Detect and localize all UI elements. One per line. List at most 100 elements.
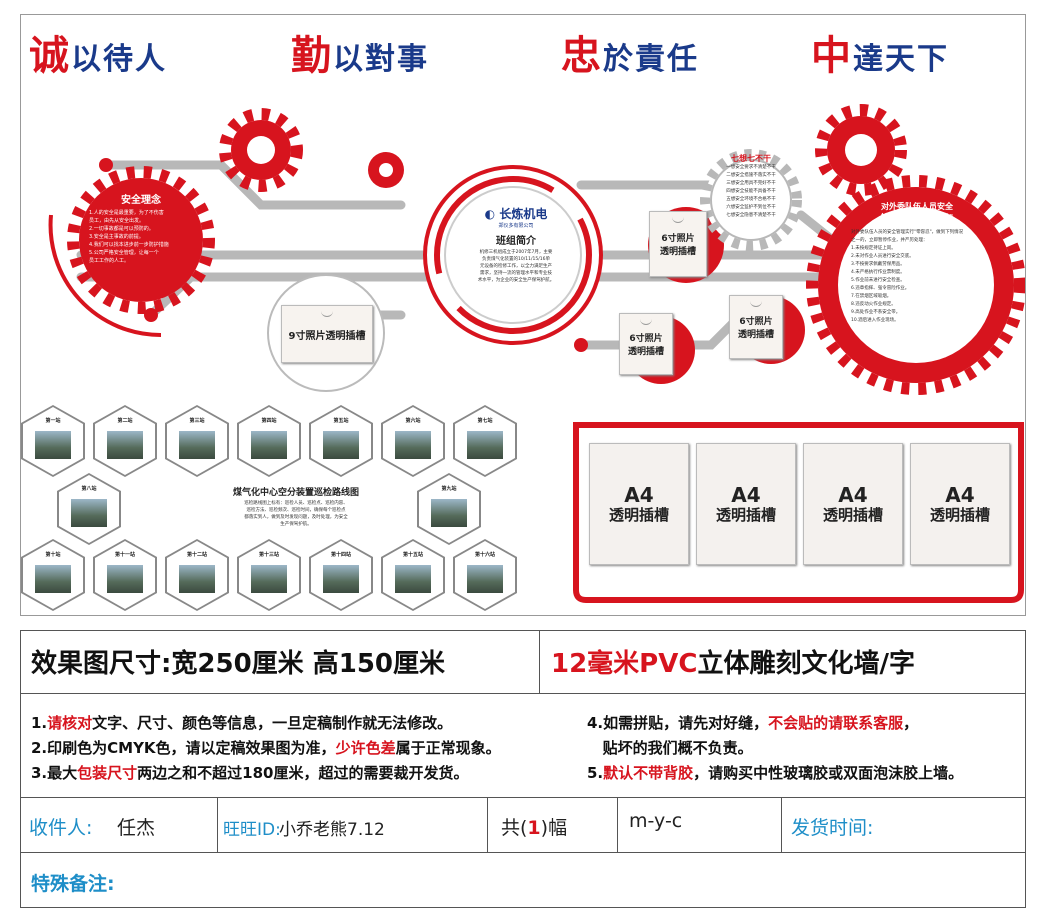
- divider: [487, 798, 488, 852]
- safety-concept-line: 1.人的安全是最重要，为了不伤害: [89, 210, 164, 216]
- company-subtitle: 郑仪多有限公司: [498, 223, 534, 229]
- route-station: 第十二站: [165, 539, 229, 611]
- station-label: 第四站: [261, 418, 277, 424]
- outsource-line: 7.在禁烟区域吸烟。: [851, 294, 892, 299]
- note-line: 5.默认不带背胶，请购买中性玻璃胶或双面泡沫胶上墙。: [587, 764, 964, 782]
- ship-time-label: 发货时间:: [791, 817, 874, 839]
- route-center-panel: 煤气化中心空分装置巡检路线图 巡检路线图上标有：巡检人员、巡检点、巡检内容、 巡…: [171, 485, 421, 545]
- station-photo: [431, 499, 467, 527]
- station-photo: [179, 565, 215, 593]
- divider: [217, 798, 218, 852]
- station-label: 第十四站: [330, 552, 351, 558]
- notes-right: 4.如需拼贴，请先对好缝，不会贴的请联系客服， 贴坏的我们概不负责。 5.默认不…: [587, 711, 963, 786]
- recipient-label: 收件人:: [29, 817, 93, 839]
- station-photo: [395, 431, 431, 459]
- company-logo-text: ◐ 长炼机电: [484, 207, 548, 221]
- outsource-line: 对外委队伍人员的安全管理实行"零容忍"，做到下列情况: [851, 230, 964, 235]
- seven-prohibitions-panel: 七想七不干 一想安全要求不清楚不干 二想安全措施不落实不干 三想安全用具不完好不…: [715, 153, 787, 220]
- station-label: 第十六站: [474, 552, 495, 558]
- safety-concept-line: 4.我们可以找本进步前一步防护措施: [89, 242, 169, 248]
- wangwang-label: 旺旺ID:: [223, 820, 281, 840]
- prohibition-line: 四想安全技能不具备不干: [726, 189, 776, 194]
- prohibition-line: 二想安全措施不落实不干: [726, 173, 776, 178]
- station-photo: [395, 565, 431, 593]
- design-preview: 诚以待人 勤以對事 忠於責任 中達天下 安全理念 1.人的安全是最重要，为了不伤…: [20, 14, 1026, 616]
- route-title: 煤气化中心空分装置巡检路线图: [232, 488, 359, 498]
- station-label: 第五站: [333, 418, 349, 424]
- team-intro-line: 机修三机组成立于2007年7月，主要: [479, 250, 553, 255]
- outsource-safety-title: 对外委队伍人员安全: [881, 202, 953, 211]
- station-photo: [35, 565, 71, 593]
- outsource-line: 4.未严格执行作业票制度。: [851, 270, 905, 275]
- outsource-line: 10.酒后进入作业现场。: [851, 318, 899, 323]
- outsource-line: 9.高处作业不系安全带。: [851, 310, 901, 315]
- station-photo: [107, 565, 143, 593]
- photo6-slot: 6寸照片透明插槽: [619, 313, 673, 375]
- station-label: 第三站: [189, 418, 205, 424]
- photo6-slot: 6寸照片透明插槽: [729, 295, 783, 359]
- prohibition-line: 七想安全隐患不清楚不干: [726, 213, 776, 218]
- station-label: 第十一站: [114, 552, 135, 558]
- route-desc-line: 都落实到人，做到及时发现问题，及时处理，为安全: [244, 515, 348, 520]
- station-label: 第七站: [477, 418, 493, 424]
- outsource-line: 1.未按规定持证上岗。: [851, 246, 896, 251]
- note-line: 1.请核对文字、尺寸、颜色等信息，一旦定稿制作就无法修改。: [31, 714, 453, 732]
- photo6-slot: 6寸照片透明插槽: [649, 211, 707, 277]
- outsource-line: 3.不按要求佩戴劳保用品。: [851, 262, 905, 267]
- size-text: 效果图尺寸:宽250厘米 高150厘米: [31, 649, 445, 679]
- team-intro-line: 负责煤气化装置的10/11/15/16单: [482, 257, 550, 262]
- station-label: 第二站: [117, 418, 133, 424]
- note-line: 3.最大包装尺寸两边之和不超过180厘米，超过的需要裁开发货。: [31, 764, 469, 782]
- safety-concept-line: 员工，由先从安全出发。: [89, 218, 145, 224]
- logo-icon: ◐: [484, 207, 500, 221]
- outsource-safety-subtitle: 管理的"十项零容忍": [880, 213, 954, 222]
- wangwang-value: 小乔老熊7.12: [279, 820, 385, 840]
- station-photo: [251, 431, 287, 459]
- station-photo: [323, 431, 359, 459]
- prohibition-line: 一想安全要求不清楚不干: [726, 165, 776, 170]
- spec-row: 效果图尺寸:宽250厘米 高150厘米 12毫米PVC立体雕刻文化墙/字: [21, 631, 1025, 694]
- photo9-slot: 9寸照片透明插槽: [281, 305, 373, 363]
- safety-concept-line: 3.安全是主事故的前提。: [89, 234, 144, 240]
- prohibition-line: 五想安全环境不合格不干: [726, 197, 776, 202]
- route-desc-line: 巡检路线图上标有：巡检人员、巡检点、巡检内容、: [244, 501, 348, 506]
- count-field: 共(1)幅: [501, 817, 568, 839]
- station-label: 第十站: [45, 552, 61, 558]
- station-label: 第十五站: [402, 552, 423, 558]
- station-photo: [179, 431, 215, 459]
- team-intro-line: 元设备的检修工作，以全力满足生产: [480, 264, 552, 269]
- station-label: 第八站: [81, 486, 97, 492]
- station-label: 第十二站: [186, 552, 207, 558]
- route-desc-line: 生产保驾护航。: [280, 522, 312, 527]
- safety-concept-panel: 安全理念 1.人的安全是最重要，为了不伤害 员工，由先从安全出发。 2.一切事故…: [89, 195, 193, 265]
- note-line: 4.如需拼贴，请先对好缝，不会贴的请联系客服，: [587, 714, 919, 732]
- team-intro-title: 班组简介: [496, 236, 536, 247]
- outsource-line: 8.违反动火作业规定。: [851, 302, 896, 307]
- safety-concept-title: 安全理念: [121, 195, 161, 206]
- material-text: 12毫米PVC立体雕刻文化墙/字: [551, 649, 915, 679]
- route-desc-line: 巡检方法、巡检频次、巡检时间，确保每个巡检点: [246, 508, 346, 513]
- station-photo: [71, 499, 107, 527]
- safety-concept-line: 2.一切事故都是可以预防的。: [89, 226, 154, 232]
- station-label: 第一站: [45, 418, 61, 424]
- recipient-row: 收件人: 任杰 旺旺ID: 小乔老熊7.12 共(1)幅 m-y-c 发货时间:: [21, 797, 1025, 853]
- team-intro-line: 需求，坚持一流的管理水平和专业技: [480, 271, 552, 276]
- prohibition-line: 六想安全监护不到位不干: [726, 205, 776, 210]
- outsource-line: 2.未对作业人员进行安全交底。: [851, 254, 914, 259]
- recipient-value: 任杰: [117, 817, 156, 839]
- seven-prohibitions-title: 七想七不干: [731, 154, 771, 163]
- outsource-line: 6.违章指挥、强令冒险作业。: [851, 286, 910, 291]
- notes-left: 1.请核对文字、尺寸、颜色等信息，一旦定稿制作就无法修改。 2.印刷色为CMYK…: [31, 711, 501, 786]
- slogan-2: 勤以對事: [291, 32, 429, 79]
- order-info-sheet: 效果图尺寸:宽250厘米 高150厘米 12毫米PVC立体雕刻文化墙/字 1.请…: [20, 630, 1026, 908]
- route-station: 第三站: [165, 405, 229, 477]
- station-photo: [35, 431, 71, 459]
- station-photo: [323, 565, 359, 593]
- outsource-line: 5.作业前未进行安全检查。: [851, 278, 905, 283]
- prohibition-line: 三想安全用具不完好不干: [726, 181, 776, 186]
- divider: [617, 798, 618, 852]
